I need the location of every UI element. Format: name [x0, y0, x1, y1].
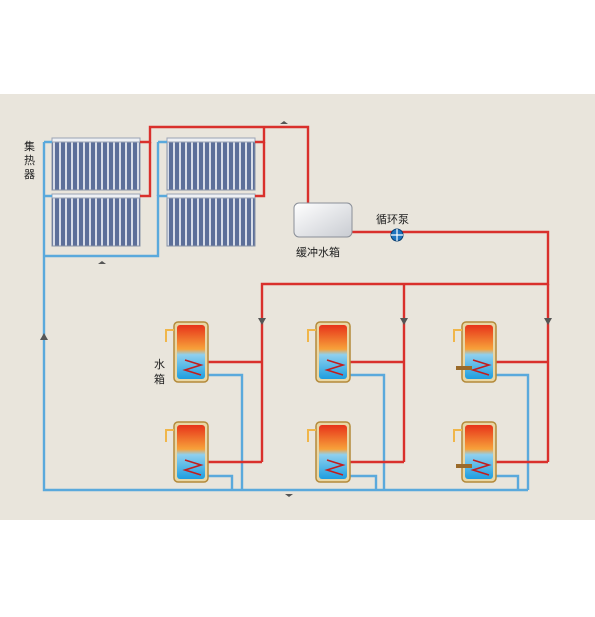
water-tank-icon	[307, 421, 351, 483]
water-tank-icon	[165, 421, 209, 483]
arrow-icon	[40, 333, 48, 340]
collector-panel-icon	[166, 137, 256, 191]
arrow-icon	[98, 261, 106, 264]
collector-panel-icon	[166, 193, 256, 247]
arrow-icon	[280, 121, 288, 124]
arrow-icon	[544, 318, 552, 325]
buffer-tank-label: 缓冲水箱	[296, 245, 340, 259]
water-tank-icon	[453, 321, 497, 383]
arrow-icon	[258, 318, 266, 325]
collector-label-3: 器	[24, 168, 35, 181]
buffer-tank-icon	[293, 202, 353, 238]
arrow-icon	[400, 318, 408, 325]
pump-icon	[390, 228, 404, 242]
collector-label-2: 热	[24, 154, 35, 167]
flow-arrows	[40, 121, 552, 497]
collector-panel-icon	[51, 137, 141, 191]
water-tank-label-1: 水	[154, 358, 165, 371]
collector-panel-icon	[51, 193, 141, 247]
collector-label-1: 集	[24, 139, 35, 153]
pump-label: 循环泵	[376, 213, 409, 226]
cold-pipes	[42, 140, 530, 492]
water-tank-icon	[165, 321, 209, 383]
arrow-icon	[285, 494, 293, 497]
water-tank-icon	[453, 421, 497, 483]
hot-pipes	[140, 125, 550, 464]
collector-array	[51, 137, 256, 247]
water-tank-icon	[307, 321, 351, 383]
water-tank-label-2: 箱	[154, 372, 165, 386]
